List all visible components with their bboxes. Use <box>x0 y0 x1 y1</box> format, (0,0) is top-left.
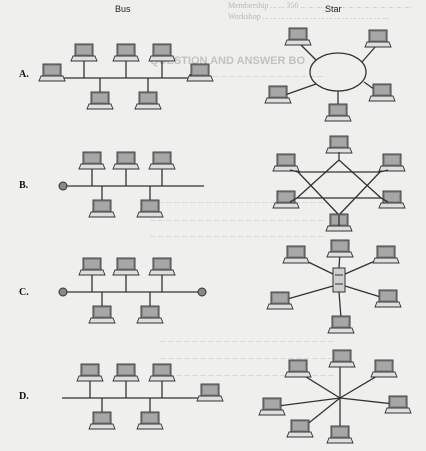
computer-icon <box>324 103 352 122</box>
computer-icon <box>148 151 176 170</box>
computer-icon <box>148 363 176 382</box>
ring-ellipse <box>309 52 367 92</box>
computer-icon <box>78 257 106 276</box>
background-text-line: Workshop ... ... ... ... ... ... ... ...… <box>228 12 389 21</box>
computer-icon <box>112 43 140 62</box>
option-label-a: A. <box>19 69 29 80</box>
network-cable <box>277 397 341 407</box>
computer-icon <box>384 395 412 414</box>
network-cable <box>283 285 334 301</box>
computer-icon <box>186 63 214 82</box>
network-cable <box>289 197 298 203</box>
background-heading: QUESTION AND ANSWER BO <box>150 55 306 67</box>
computer-icon <box>328 349 356 368</box>
background-text-line: ... ... ... ... ... ... ... ... ... ... … <box>150 214 324 223</box>
computer-icon <box>136 199 164 218</box>
triangle-down <box>296 171 382 216</box>
computer-icon <box>112 363 140 382</box>
computer-icon <box>284 359 312 378</box>
computer-icon <box>272 153 300 172</box>
background-text-line: ... ... ... ... ... ... ... ... ... ... … <box>160 369 334 378</box>
computer-icon <box>196 383 224 402</box>
computer-icon <box>86 91 114 110</box>
computer-icon <box>327 315 355 334</box>
background-text-line: Membership ... ... 350 ... ... ... ... .… <box>228 1 411 10</box>
computer-icon <box>326 239 354 258</box>
computer-icon <box>76 363 104 382</box>
computer-icon <box>372 245 400 264</box>
computer-icon <box>326 425 354 444</box>
network-cable <box>379 169 389 173</box>
computer-icon <box>148 257 176 276</box>
network-cable <box>380 197 389 203</box>
computer-icon <box>286 419 314 438</box>
computer-icon <box>374 289 402 308</box>
background-text-line: ... ... ... ... ... ... ... ... ... ... … <box>205 70 323 79</box>
computer-icon <box>364 29 392 48</box>
computer-icon <box>264 85 292 104</box>
network-cable <box>289 169 299 173</box>
computer-icon <box>148 43 176 62</box>
computer-icon <box>88 305 116 324</box>
computer-icon <box>70 43 98 62</box>
option-label-b: B. <box>19 180 29 191</box>
computer-icon <box>78 151 106 170</box>
background-text-line: ... ... ... ... ... ... ... ... ... ... … <box>160 335 334 344</box>
computer-icon <box>112 151 140 170</box>
hub-server <box>332 267 346 293</box>
option-label-d: D. <box>19 391 29 402</box>
network-cable <box>344 285 385 299</box>
network-cable <box>299 43 317 61</box>
bus-terminator <box>58 181 68 191</box>
computer-icon <box>370 359 398 378</box>
computer-icon <box>325 135 353 154</box>
computer-icon <box>284 27 312 46</box>
computer-icon <box>378 153 406 172</box>
computer-icon <box>88 411 116 430</box>
network-cable <box>339 397 395 405</box>
computer-icon <box>134 91 162 110</box>
computer-icon <box>136 411 164 430</box>
computer-icon <box>368 83 396 102</box>
background-text-line: ... ... ... ... ... ... ... ... ... ... … <box>150 196 324 205</box>
computer-icon <box>266 291 294 310</box>
bus-terminator <box>197 287 207 297</box>
bus-column-header: Bus <box>115 4 131 14</box>
computer-icon <box>112 257 140 276</box>
background-text-line: ... ... ... ... ... ... ... ... ... ... … <box>150 230 324 239</box>
background-text-line: ... ... ... ... ... ... ... ... ... ... … <box>160 352 334 361</box>
triangle-up <box>295 159 383 199</box>
bus-terminator <box>58 287 68 297</box>
option-label-c: C. <box>19 287 29 298</box>
computer-icon <box>282 245 310 264</box>
network-cable <box>361 45 377 63</box>
computer-icon <box>88 199 116 218</box>
computer-icon <box>136 305 164 324</box>
computer-icon <box>258 397 286 416</box>
star-column-header: Star <box>325 4 342 14</box>
network-cable <box>281 83 317 97</box>
computer-icon <box>38 63 66 82</box>
network-cable <box>338 291 342 319</box>
